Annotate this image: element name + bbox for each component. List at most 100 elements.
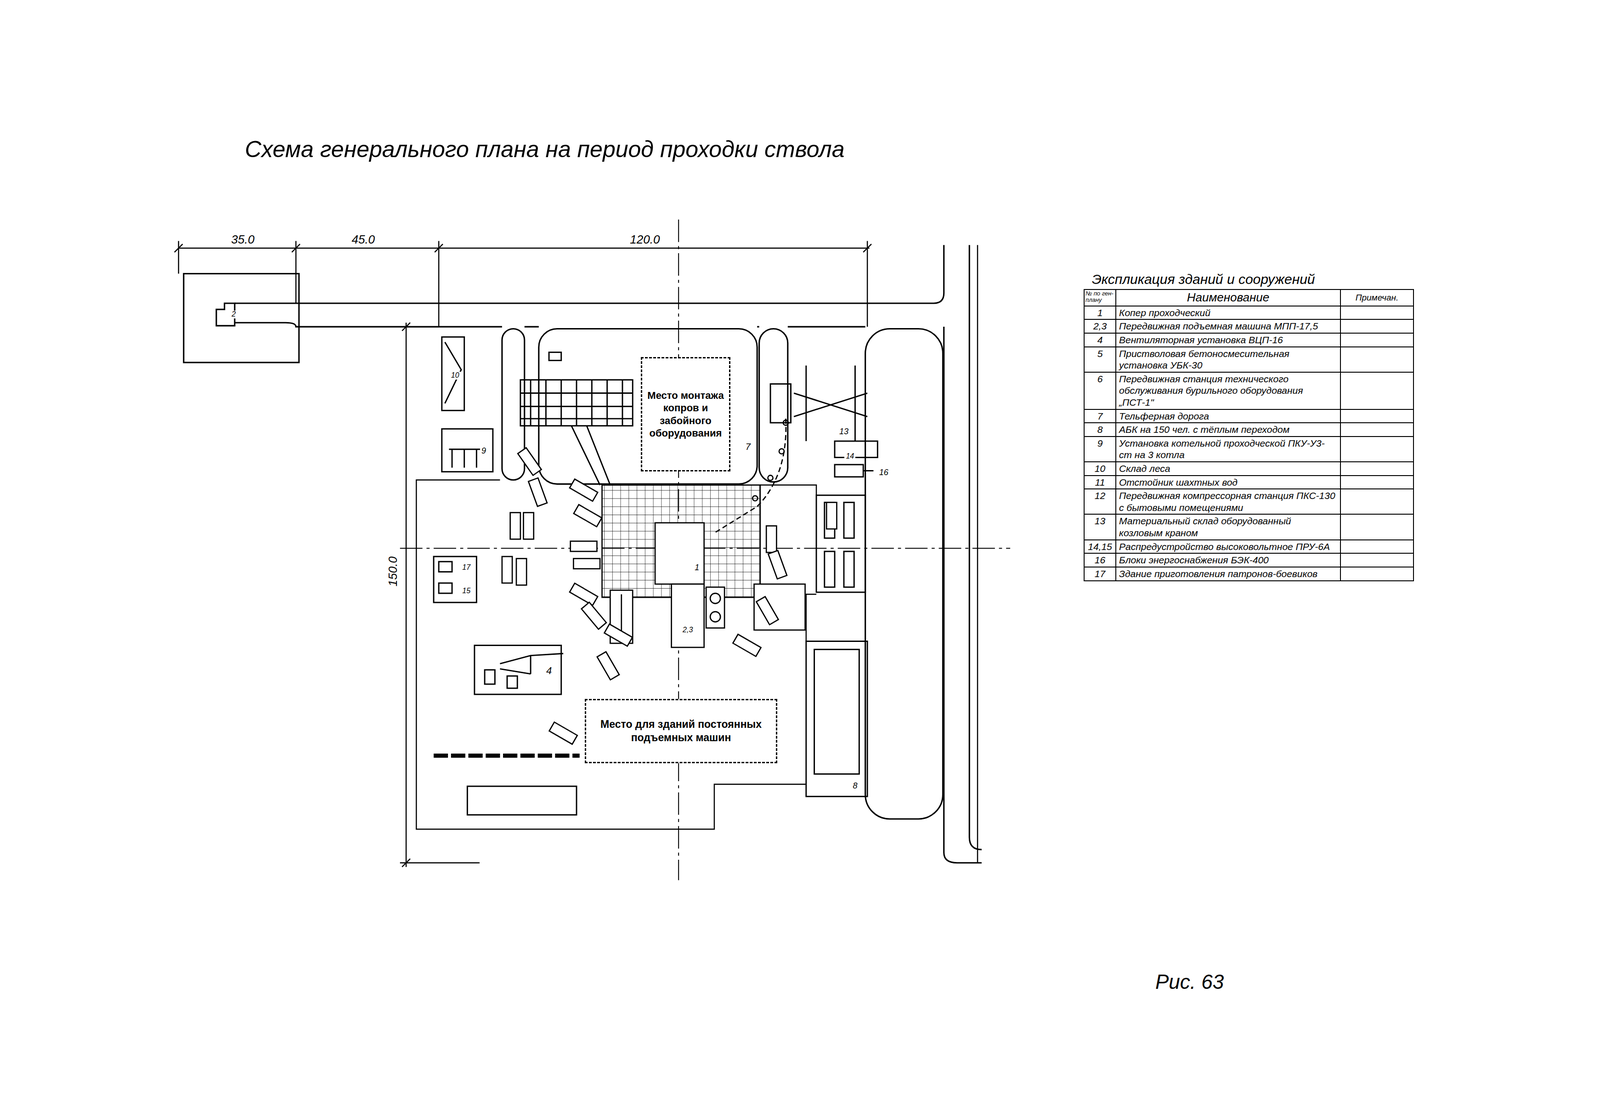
label-holder: 14 [844, 452, 856, 461]
row-name: Пристволовая бетоносмесительная установк… [1119, 348, 1290, 371]
number-cell: 2,3 [1084, 319, 1116, 334]
roads-part [524, 326, 866, 328]
label-holder: 16 [877, 468, 890, 477]
note-cell [1340, 539, 1414, 554]
shaft-area [602, 485, 806, 648]
row-number: 11 [1095, 476, 1106, 488]
table-row: 17Здание приготовления патронов-боевиков [1084, 566, 1414, 581]
vehicles-part [569, 479, 598, 502]
vehicles-part [732, 633, 761, 656]
buildings-part [507, 675, 518, 689]
number-cell: 9 [1084, 436, 1116, 462]
table-body: № по ген-плануНаименованиеПримечан.1Копе… [1084, 289, 1414, 581]
header-row: № по ген-плануНаименованиеПримечан. [1084, 289, 1414, 306]
name-cell: Копер проходческий [1115, 305, 1341, 320]
table-row: 1Копер проходческий [1084, 305, 1414, 320]
area-text-block: Место для зданий постоянных подъемных ма… [589, 717, 773, 745]
row-number: 4 [1097, 334, 1103, 345]
vehicles-part [766, 525, 777, 553]
row-name: Передвижная подъемная машина МПП-17,5 [1119, 320, 1318, 332]
vehicles-part [756, 596, 779, 625]
caption-holder: Рис. 63 [1155, 970, 1224, 994]
dimension-label: 35.0 [229, 233, 256, 246]
explication-table: № по ген-плануНаименованиеПримечан.1Копе… [1083, 288, 1414, 582]
name-cell: Склад леса [1115, 461, 1341, 476]
row-name: Склад леса [1119, 463, 1171, 474]
shaft-area-part [655, 522, 705, 584]
table-row: 2,3Передвижная подъемная машина МПП-17,5 [1084, 319, 1414, 334]
vehicles-part [768, 550, 787, 579]
area-label: Место для зданий постоянных подъемных ма… [589, 717, 773, 745]
dashed-area: Место монтажа копров и забойного оборудо… [640, 356, 731, 472]
dimension-label: 150.0 [386, 554, 400, 588]
callout-number: 10 [449, 371, 461, 380]
number-cell: 1 [1084, 305, 1116, 320]
number-cell: 8 [1084, 422, 1116, 437]
table-row: 11 Отстойник шахтных вод [1084, 475, 1414, 490]
telpher-road-part [752, 495, 758, 501]
name-cell: Передвижная подъемная машина МПП-17,5 [1115, 319, 1341, 334]
buildings-part [843, 502, 854, 538]
row-name: Копер проходческий [1119, 307, 1211, 318]
roads-part [183, 273, 300, 363]
row-name: Распредустройство высоковольтное ПРУ-6А [1119, 541, 1330, 552]
label-holder: 13 [837, 427, 850, 436]
name-cell: АБК на 150 чел. с тёплым переходом [1115, 422, 1341, 437]
table-row: 5Пристволовая бетоносмесительная установ… [1084, 346, 1414, 373]
row-number: 7 [1097, 410, 1103, 422]
axis-lines [400, 219, 1011, 881]
telpher-road-part [768, 474, 774, 481]
row-name: Отстойник шахтных вод [1119, 476, 1238, 488]
callout-number: 13 [837, 427, 850, 436]
note-cell [1340, 436, 1414, 462]
note-cell [1340, 333, 1414, 347]
vehicles-part [826, 502, 837, 529]
buildings [433, 336, 878, 815]
shaft-area-part [706, 587, 725, 628]
dimension-lines-part [977, 244, 979, 863]
roads [183, 244, 982, 863]
number-cell: 10 [1084, 461, 1116, 476]
callout-number: 4 [544, 665, 554, 676]
site-boundary-part [416, 479, 807, 829]
table-row: 12Передвижная компрессорная станция ПКС-… [1084, 488, 1414, 515]
dimension-label: 45.0 [350, 233, 377, 246]
header-text: Наименование [1187, 290, 1270, 305]
row-name: Установка котельной проходческой ПКУ-У3-… [1119, 437, 1325, 461]
buildings-part [793, 365, 868, 441]
vehicles-part [573, 504, 602, 527]
note-cell [1340, 461, 1414, 476]
table-title-holder: Экспликация зданий и сооружений [1091, 271, 1316, 288]
number-cell: 17 [1084, 566, 1116, 581]
caption: Рис. 63 [1155, 970, 1224, 994]
label-holder: 35.0 [229, 233, 256, 246]
label-holder: 8 [851, 781, 859, 791]
roads-part [944, 326, 982, 863]
label-holder: 2,3 [681, 625, 695, 634]
name-cell: Здание приготовления патронов-боевиков [1115, 566, 1341, 581]
row-name: Передвижная компрессорная станция ПКС-13… [1119, 490, 1336, 513]
dimension-lines-part [401, 322, 411, 867]
number-cell: 6 [1084, 372, 1116, 410]
callout-number: 2,3 [681, 626, 695, 634]
dimension-label: 120.0 [628, 233, 662, 246]
row-number: 13 [1094, 515, 1106, 526]
buildings-part [474, 644, 562, 695]
table-row: 7Тельферная дорога [1084, 409, 1414, 424]
name-cell: Передвижная компрессорная станция ПКС-13… [1115, 488, 1341, 515]
table-holder: № по ген-плануНаименованиеПримечан.1Копе… [1083, 288, 1414, 582]
table-row: 6Передвижная станция технического обслуж… [1084, 372, 1414, 410]
note-cell [1340, 319, 1414, 334]
buildings-part [530, 379, 623, 426]
vehicles-part [516, 558, 527, 586]
header-cell: Наименование [1115, 289, 1341, 306]
buildings-part [520, 379, 633, 426]
buildings-part [834, 464, 864, 477]
row-number: 10 [1094, 463, 1106, 474]
buildings-part [444, 341, 462, 403]
buildings-part [441, 336, 465, 411]
area-text-block: Место монтажа копров и забойного оборудо… [645, 389, 726, 440]
